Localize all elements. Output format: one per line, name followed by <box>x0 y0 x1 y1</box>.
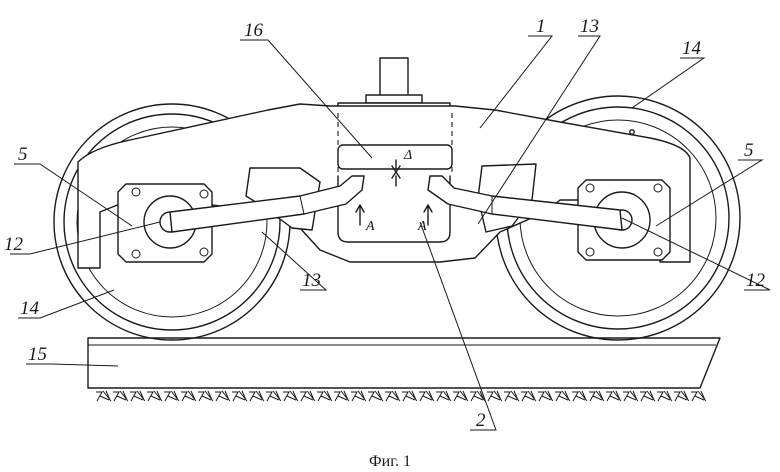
ballast-mark <box>504 390 520 402</box>
ballast-mark <box>555 390 571 402</box>
ballast-mark <box>198 390 214 402</box>
bar-right <box>427 175 623 231</box>
ballast-mark <box>487 390 503 402</box>
ballast-mark <box>606 390 622 402</box>
ballast-mark <box>147 390 163 402</box>
ballast-mark <box>351 390 367 402</box>
ballast-mark <box>266 390 282 402</box>
label-axle-right: 12 <box>746 270 766 291</box>
label-wheel-top-right: 14 <box>682 38 702 59</box>
label-wheel-left: 14 <box>20 298 40 319</box>
ballast-mark <box>453 390 469 402</box>
ballast-mark <box>691 390 707 402</box>
ballast-mark <box>113 390 129 402</box>
ballast-hatching <box>96 390 707 402</box>
label-stop: 16 <box>244 20 264 41</box>
ballast-mark <box>368 390 384 402</box>
bolster <box>337 113 453 243</box>
axlebox-left <box>117 183 213 263</box>
ballast-mark <box>164 390 180 402</box>
ballast-mark <box>436 390 452 402</box>
label-axlebox-left: 5 <box>18 144 28 165</box>
ballast-mark <box>334 390 350 402</box>
ballast-mark <box>674 390 690 402</box>
ballast-mark <box>623 390 639 402</box>
ballast-mark <box>538 390 554 402</box>
ballast-mark <box>640 390 656 402</box>
leader-lines <box>10 35 771 431</box>
label-frame: 1 <box>536 16 546 37</box>
figure-caption: Фиг. 1 <box>369 453 411 470</box>
label-rail: 15 <box>28 344 47 365</box>
ballast-mark <box>572 390 588 402</box>
ballast-mark <box>419 390 435 402</box>
ballast-mark <box>130 390 146 402</box>
label-bar-top-right: 13 <box>580 16 599 37</box>
ballast-mark <box>249 390 265 402</box>
ballast-mark <box>385 390 401 402</box>
ballast-mark <box>589 390 605 402</box>
ballast-mark <box>657 390 673 402</box>
ballast-mark <box>96 390 112 402</box>
ballast-mark <box>521 390 537 402</box>
ballast-mark <box>470 390 486 402</box>
ballast-mark <box>215 390 231 402</box>
center-pivot <box>337 57 451 114</box>
label-bar-bottom: 13 <box>302 270 321 291</box>
section-marker-right: A <box>417 219 427 234</box>
ballast-mark <box>181 390 197 402</box>
label-bolster: 2 <box>476 410 486 431</box>
ballast-mark <box>232 390 248 402</box>
ballast-mark <box>300 390 316 402</box>
label-axle-left: 12 <box>4 234 24 255</box>
ballast-mark <box>402 390 418 402</box>
gap-marker: Δ <box>403 148 412 163</box>
section-marker-left: A <box>365 219 375 234</box>
bar-left <box>169 175 365 233</box>
ballast-mark <box>317 390 333 402</box>
ballast-mark <box>283 390 299 402</box>
rail <box>87 337 721 389</box>
label-axlebox-right: 5 <box>744 140 754 161</box>
